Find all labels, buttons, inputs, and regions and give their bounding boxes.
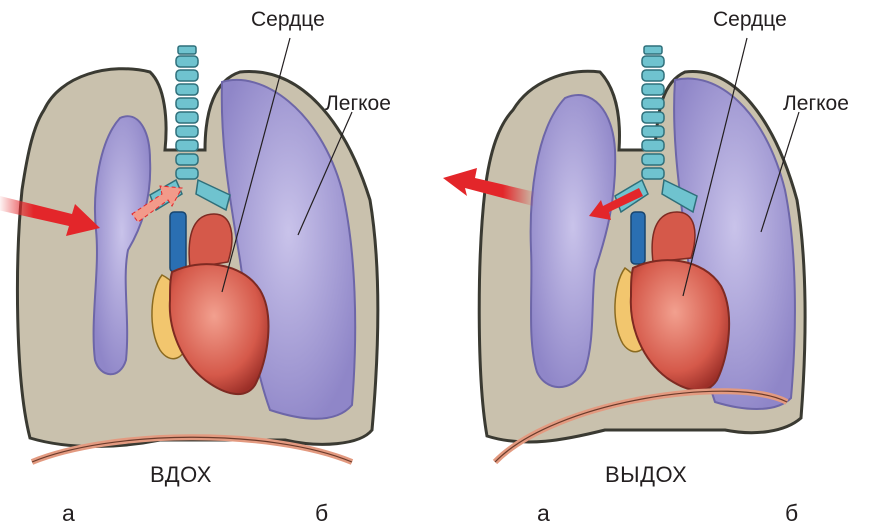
- lung-label: Легкое: [325, 92, 391, 116]
- heart-label: Сердце: [713, 8, 787, 32]
- vena-cava: [631, 212, 645, 264]
- vena-cava: [170, 212, 186, 272]
- label-b: б: [315, 500, 328, 527]
- exhale-panel: Сердце Легкое ВЫДОХ а б: [435, 0, 869, 529]
- inhale-diagram: [0, 0, 434, 529]
- inhale-caption: ВДОХ: [150, 462, 212, 488]
- inhale-panel: Сердце Легкое ВДОХ а б: [0, 0, 434, 529]
- label-a: а: [62, 500, 75, 527]
- lung-label: Легкое: [783, 92, 849, 116]
- exhale-diagram: [435, 0, 869, 529]
- label-b: б: [785, 500, 798, 527]
- exhale-caption: ВЫДОХ: [605, 462, 687, 488]
- heart-label: Сердце: [251, 8, 325, 32]
- label-a: а: [537, 500, 550, 527]
